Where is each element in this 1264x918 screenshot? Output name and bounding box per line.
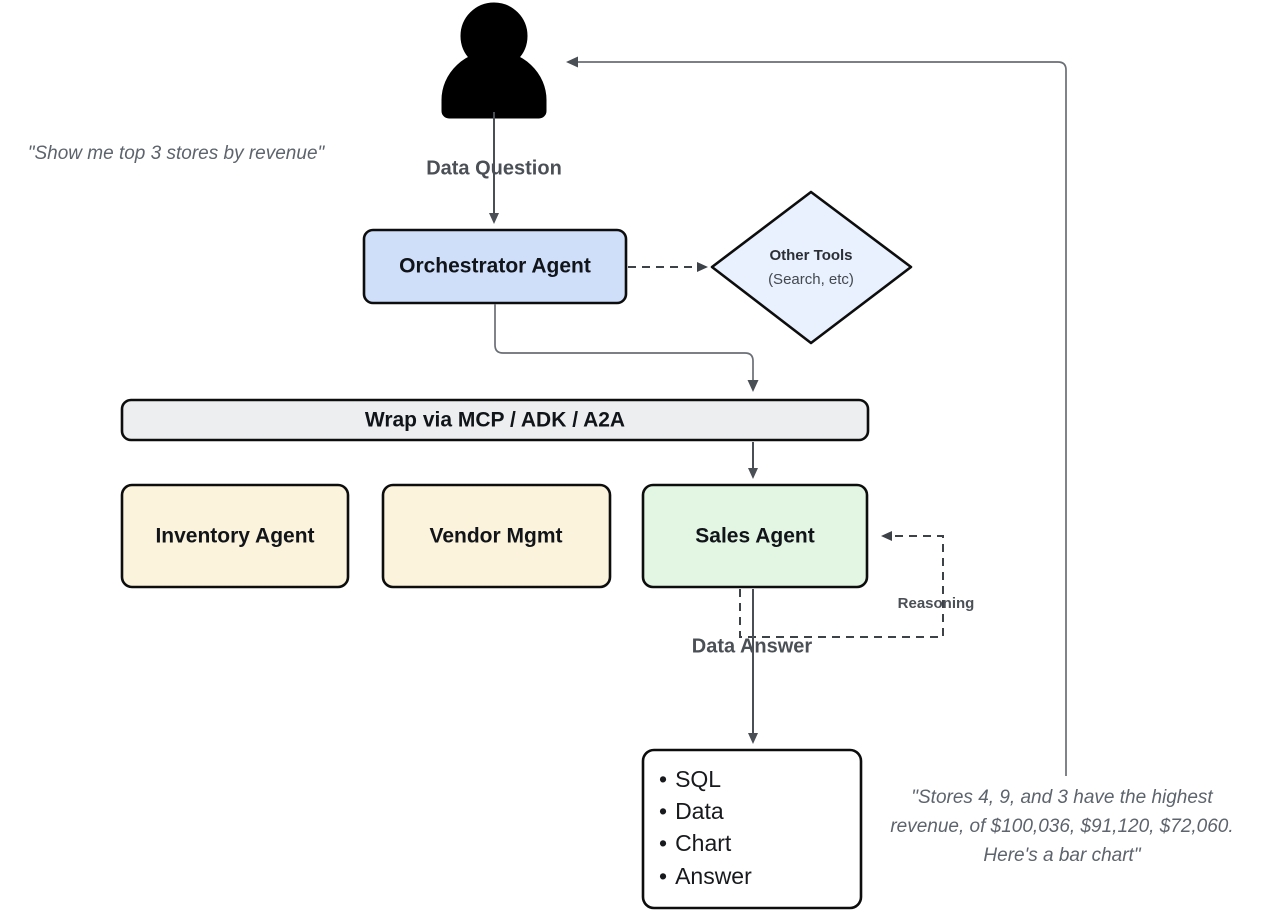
answer-quote-line2: revenue, of $100,036, $91,120, $72,060. [890,816,1233,837]
list-item-label: Data [675,798,724,824]
list-item: • Answer [659,863,752,889]
list-item-label: Answer [675,863,752,889]
edge-answer-feedback-to-user [566,56,1067,776]
node-sales-agent-label: Sales Agent [695,525,814,548]
answer-quote: "Stores 4, 9, and 3 have the highest rev… [890,787,1233,866]
node-vendor-mgmt[interactable]: Vendor Mgmt [381,483,612,589]
list-item: • Data [659,798,724,824]
list-item-label: Chart [675,830,732,856]
edge-label-data-question: Data Question [426,157,562,179]
node-output-box[interactable]: • SQL • Data • Chart • Answer [641,748,863,910]
node-inventory-agent[interactable]: Inventory Agent [120,483,350,589]
edge-label-reasoning: Reasoning [898,595,975,612]
node-inventory-agent-label: Inventory Agent [155,525,314,548]
answer-quote-line1: "Stores 4, 9, and 3 have the highest [911,787,1213,808]
list-item: • SQL [659,766,721,792]
node-vendor-mgmt-label: Vendor Mgmt [429,525,562,548]
node-wrap-bar-label: Wrap via MCP / ADK / A2A [365,409,625,432]
list-item-label: SQL [675,766,721,792]
edge-reasoning-loop [739,531,944,638]
node-other-tools-sublabel: (Search, etc) [768,271,854,288]
user-person-icon [441,2,547,119]
node-wrap-bar[interactable]: Wrap via MCP / ADK / A2A [120,398,870,442]
answer-quote-line3: Here's a bar chart" [983,845,1141,866]
edge-orchestrator-to-wrap [494,304,759,392]
output-bullet-list: • SQL • Data • Chart • Answer [659,766,752,889]
user-question-quote: "Show me top 3 stores by revenue" [28,143,326,164]
bullet-glyph: • [659,863,667,889]
bullet-glyph: • [659,766,667,792]
node-sales-agent[interactable]: Sales Agent [641,483,869,589]
bullet-glyph: • [659,798,667,824]
bullet-glyph: • [659,830,667,856]
node-orchestrator-agent-label: Orchestrator Agent [399,255,591,278]
edge-label-data-answer: Data Answer [692,635,813,657]
node-other-tools[interactable]: Other Tools (Search, etc) [710,190,913,345]
list-item: • Chart [659,830,732,856]
node-orchestrator-agent[interactable]: Orchestrator Agent [362,228,628,305]
node-other-tools-label: Other Tools [769,247,852,264]
